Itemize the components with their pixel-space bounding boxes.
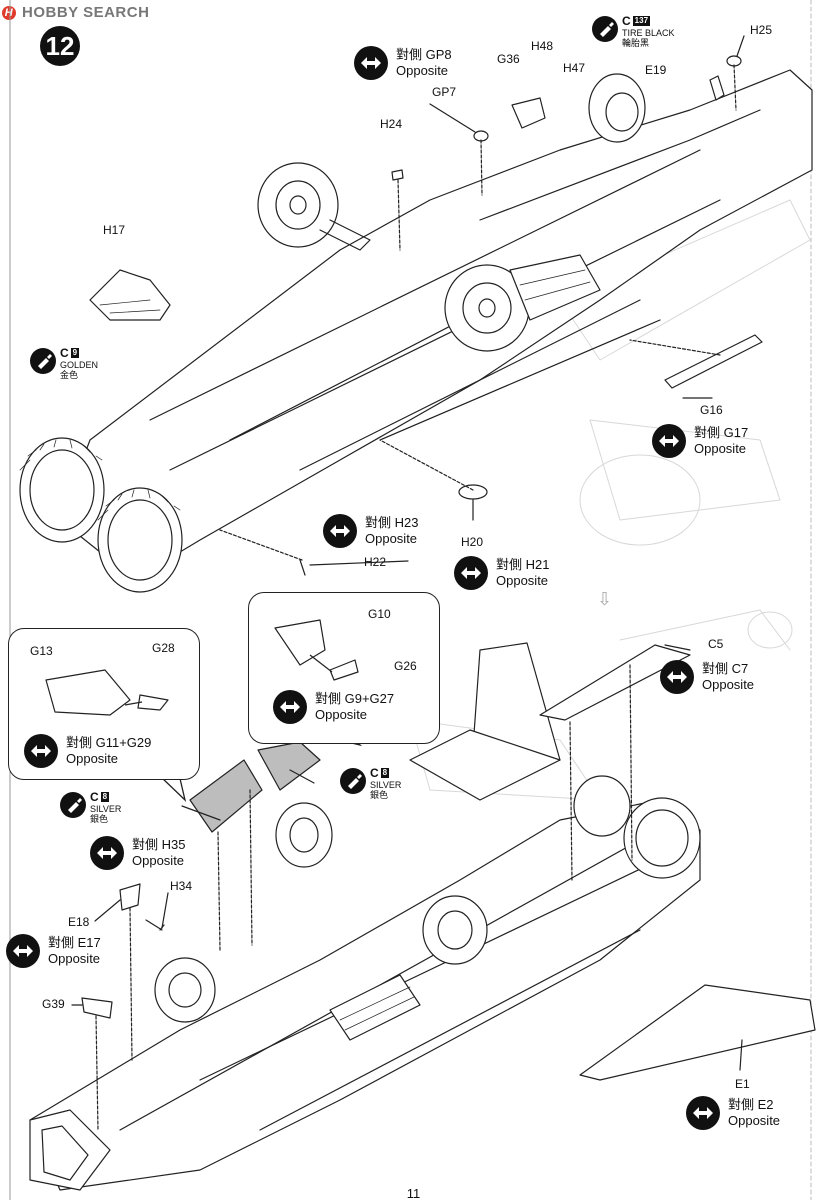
part-label-e18: E18 (68, 915, 90, 929)
opposite-part-label: 對側 G11+G29 (66, 735, 152, 750)
paint-code: C (370, 766, 379, 780)
opposite-text: Opposite (315, 707, 368, 722)
double-arrow-icon (686, 1096, 720, 1130)
double-arrow-icon (6, 934, 40, 968)
opposite-part-label: 對側 E17 (48, 935, 101, 950)
paint-name-en: TIRE BLACK (622, 28, 675, 38)
opposite-part-label: 對側 G17 (694, 425, 749, 440)
paint-name-zh: 銀色 (90, 814, 109, 824)
part-e1-drawing (579, 984, 816, 1081)
opposite-part-label: 對側 G9+G27 (315, 691, 395, 706)
paint-brush-icon (30, 348, 56, 374)
opposite-text: Opposite (132, 853, 185, 868)
paint-name-zh: 輪胎黑 (622, 38, 650, 48)
paint-brush-icon (340, 768, 366, 794)
opposite-part-label: 對側 H35 (132, 837, 186, 852)
paint-name-en: SILVER (370, 780, 402, 790)
paint-code: C (90, 790, 99, 804)
paint-name-en: GOLDEN (60, 360, 99, 370)
part-silver-box-left (189, 759, 263, 833)
paint-number: 8 (100, 792, 110, 802)
double-arrow-icon (24, 734, 58, 768)
page-number: 11 (406, 1186, 421, 1201)
opposite-part-label: 對側 C7 (702, 661, 749, 676)
part-label-e19: E19 (645, 63, 667, 77)
part-label-c5: C5 (708, 637, 724, 651)
paint-name-zh: 金色 (60, 370, 79, 380)
opposite-text: Opposite (496, 573, 549, 588)
part-label-h47: H47 (563, 61, 586, 75)
paint-name-zh: 銀色 (370, 790, 389, 800)
brand-logo: H HOBBY SEARCH (2, 4, 149, 21)
part-label-h22: H22 (364, 555, 387, 569)
paint-code: C (60, 346, 69, 360)
opposite-part-label: 對側 GP8 (396, 47, 452, 62)
opposite-text: Opposite (48, 951, 101, 966)
paint-number: 8 (380, 768, 390, 778)
part-label-h48: H48 (531, 39, 554, 53)
double-arrow-icon (354, 46, 388, 80)
part-h17-drawing (89, 269, 171, 321)
part-label-g39: G39 (42, 997, 65, 1011)
part-label-h17: H17 (103, 223, 126, 237)
part-c5-drawing (539, 644, 691, 721)
double-arrow-icon (660, 660, 694, 694)
double-arrow-icon (652, 424, 686, 458)
brand-mark-icon: H (2, 5, 16, 20)
part-label-h34: H34 (170, 879, 193, 893)
part-label-g13: G13 (30, 644, 53, 658)
double-arrow-icon (323, 514, 357, 548)
opposite-part-label: 對側 E2 (728, 1097, 774, 1112)
part-label-g10: G10 (368, 607, 391, 621)
part-label-g28: G28 (152, 641, 175, 655)
opposite-part-label: 對側 H23 (365, 515, 419, 530)
part-label-e1: E1 (735, 1077, 750, 1091)
opposite-text: Opposite (66, 751, 119, 766)
double-arrow-icon (273, 690, 307, 724)
part-label-h25: H25 (750, 23, 773, 37)
opposite-text: Opposite (694, 441, 747, 456)
part-label-g26: G26 (394, 659, 417, 673)
part-g16-drawing (664, 334, 763, 389)
part-label-h24: H24 (380, 117, 403, 131)
part-label-g36: G36 (497, 52, 520, 66)
paint-number: 137 (632, 16, 651, 26)
opposite-text: Opposite (365, 531, 418, 546)
brand-name: HOBBY SEARCH (22, 4, 150, 21)
part-silver-box-right (257, 741, 321, 791)
paint-brush-icon (60, 792, 86, 818)
opposite-part-label: 對側 H21 (496, 557, 550, 572)
opposite-text: Opposite (396, 63, 449, 78)
part-label-gp7: GP7 (432, 85, 457, 99)
paint-code: C (622, 14, 631, 28)
opposite-text: Opposite (702, 677, 755, 692)
paint-number: 9 (70, 348, 80, 358)
opposite-text: Opposite (728, 1113, 781, 1128)
part-label-g16: G16 (700, 403, 723, 417)
paint-name-en: SILVER (90, 804, 122, 814)
double-arrow-icon (90, 836, 124, 870)
paint-brush-icon (592, 16, 618, 42)
step-number-badge: 12 (40, 26, 80, 66)
down-arrow-icon: ⇩ (597, 589, 613, 609)
double-arrow-icon (454, 556, 488, 590)
part-label-h20: H20 (461, 535, 484, 549)
